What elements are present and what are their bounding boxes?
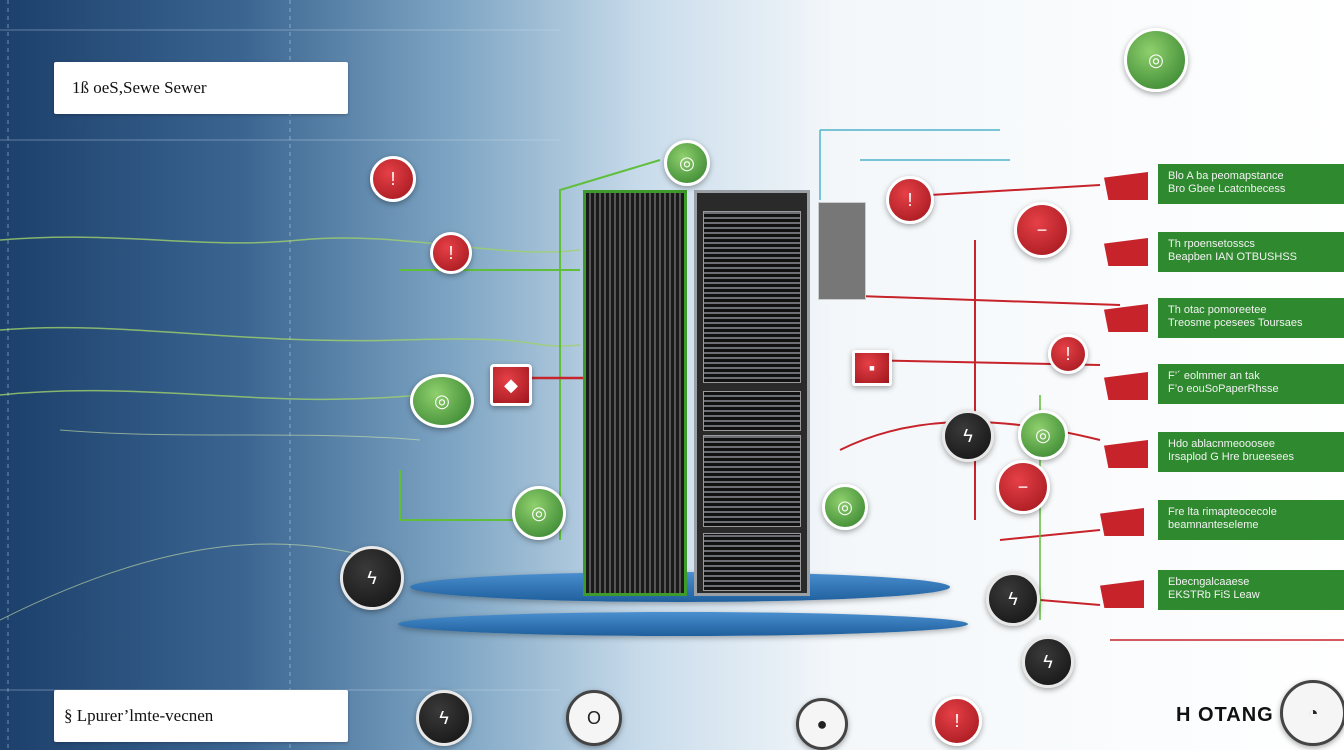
info-banner-2[interactable]: Th rpoensetosscs Beapben IΑN OΤBUSHSS [1158,232,1344,272]
lightning-icon[interactable]: ϟ [986,572,1040,626]
bottom-title: § Lpurer’lmte-vecnen [64,706,214,725]
tag-icon[interactable]: ▪ [852,350,892,386]
info-icon[interactable]: ● [796,698,848,750]
top-title-box: 1ß oeS,Sewe Sewer [54,62,348,114]
info-banner-5[interactable]: Hdo ablacnmeooosee Irsaplod G Hre bruees… [1158,432,1344,472]
alert-icon[interactable]: − [1014,202,1070,258]
info-banner-1[interactable]: Blo A ba peomapstance Bro Gbee Lcatcnbec… [1158,164,1344,204]
globe-icon[interactable]: ◎ [1124,28,1188,92]
rack-unit [703,533,801,591]
bottom-title-box: § Lpurer’lmte-vecnen [54,690,348,742]
brand-text: H OTANG [1176,704,1274,726]
top-title: 1ß oeS,Sewe Sewer [72,78,207,97]
rack-unit [703,211,801,383]
shield-icon[interactable]: ◆ [490,364,532,406]
globe-icon[interactable]: ◎ [410,374,474,428]
globe-icon[interactable]: ◎ [664,140,710,186]
rack-unit [703,391,801,431]
info-banner-3[interactable]: Th otac pomoreetee Treosme pcesees Tours… [1158,298,1344,338]
alert-icon[interactable]: − [996,460,1050,514]
alert-icon[interactable]: ! [430,232,472,274]
red-flag [1104,172,1148,200]
lightning-icon[interactable]: ϟ [416,690,472,746]
red-flag [1104,238,1148,266]
globe-icon[interactable]: ◎ [1018,410,1068,460]
rack-unit [703,435,801,527]
lightning-icon[interactable]: ϟ [942,410,994,462]
info-banner-4[interactable]: F’´ eolmmer an tak F’o eouSoPaperRhsse [1158,364,1344,404]
globe-icon[interactable]: ◎ [822,484,868,530]
alert-icon[interactable]: ! [370,156,416,202]
gauge-icon[interactable]: ◔ [1280,680,1344,746]
info-banner-7[interactable]: Ebecngalcaaese EKSTRb FiS Leaw [1158,570,1344,610]
platform-lower [398,612,968,636]
side-panel [818,202,866,300]
lightning-icon[interactable]: ϟ [1022,636,1074,688]
red-flag [1100,508,1144,536]
server-rack-right[interactable] [694,190,810,596]
alert-icon[interactable]: ! [886,176,934,224]
info-banner-6[interactable]: Fre lta rimapteocecole beamnanteseleme [1158,500,1344,540]
server-rack-left[interactable] [583,190,687,596]
globe-icon[interactable]: ◎ [512,486,566,540]
lightning-icon[interactable]: ϟ [340,546,404,610]
info-icon[interactable]: O [566,690,622,746]
red-flag [1100,580,1144,608]
alert-icon[interactable]: ! [932,696,982,746]
alert-icon[interactable]: ! [1048,334,1088,374]
